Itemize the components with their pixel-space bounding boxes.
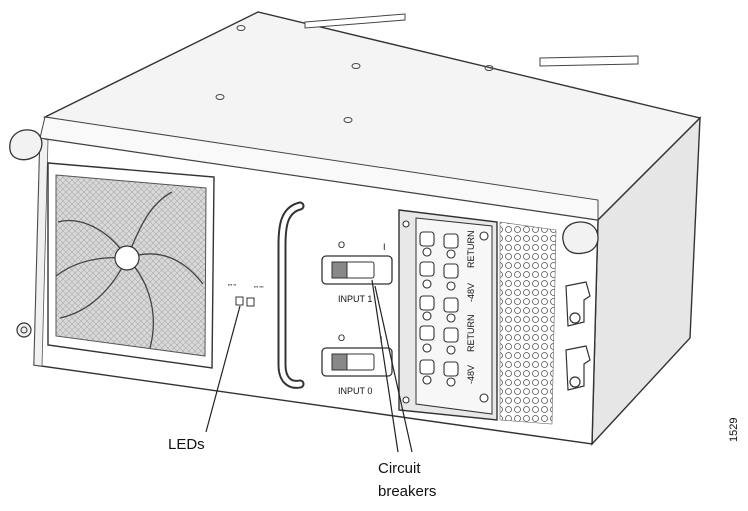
breaker-input-1-off-label: O (338, 240, 345, 250)
knob-right (562, 221, 599, 255)
callout-lines (205, 279, 413, 453)
breaker-input-1-on-label: I (383, 242, 386, 252)
cable-clips (565, 281, 591, 391)
callout-breakers: breakers (378, 483, 436, 500)
chassis-top (42, 11, 702, 221)
terminal-label-neg48-bottom: -48V (466, 365, 476, 384)
breaker-input-0-name: INPUT 0 (338, 386, 372, 396)
terminal-posts (402, 220, 489, 404)
breaker-input-0-off-label: O (338, 333, 345, 343)
terminal-label-return-bottom: RETURN (466, 315, 476, 353)
figure-number: 1529 (728, 418, 740, 442)
terminal-label-return-top: RETURN (466, 231, 476, 269)
handle (277, 201, 305, 389)
fan-assembly (47, 162, 215, 369)
callout-leds: LEDs (168, 436, 205, 453)
led-label-left: ▪▪▪ ▪▪ (228, 282, 237, 287)
led-label-right: ▪▪▪ ▪▪▪ (254, 284, 264, 289)
knob-top-left (9, 129, 43, 161)
breaker-input-0: O I INPUT 0 (321, 333, 393, 396)
screw-front-left (16, 322, 32, 338)
vent-grille (499, 221, 557, 425)
breaker-input-1-name: INPUT 1 (338, 294, 372, 304)
terminal-block: RETURN -48V RETURN -48V (398, 209, 498, 421)
callout-circuit: Circuit (378, 460, 421, 477)
led-indicators: ▪▪▪ ▪▪ ▪▪▪ ▪▪▪ (228, 282, 264, 307)
breaker-input-1: O I INPUT 1 (321, 240, 393, 304)
terminal-label-neg48-top: -48V (466, 283, 476, 302)
